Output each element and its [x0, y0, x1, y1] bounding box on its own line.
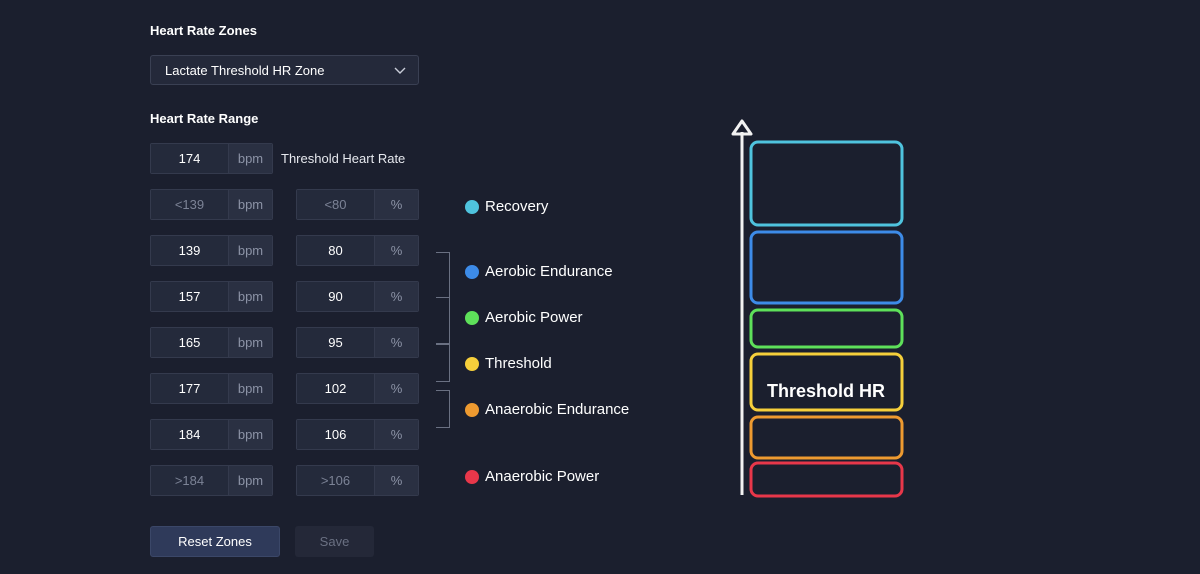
zone-bpm-field[interactable]: 184 bpm [150, 419, 273, 450]
zone-pct-input[interactable]: 90 [297, 282, 374, 311]
zone-pct-field[interactable]: 106 % [296, 419, 419, 450]
zone-block-anaerobic-endurance [749, 415, 904, 460]
zone-bpm-input[interactable]: 177 [151, 374, 228, 403]
zone-pct-field-anaerobic-power: >106 % [296, 465, 419, 496]
zone-pct-value: <80 [297, 190, 374, 219]
pct-unit: % [374, 282, 418, 311]
zone-pct-input[interactable]: 95 [297, 328, 374, 357]
legend-threshold: Threshold [465, 355, 552, 372]
legend-label: Threshold [485, 355, 552, 372]
zone-bpm-field[interactable]: 139 bpm [150, 235, 273, 266]
zone-block-anaerobic-power [749, 461, 904, 498]
zone-block-aerobic-endurance [749, 230, 904, 305]
pct-unit: % [374, 328, 418, 357]
zone-color-dot [465, 310, 479, 325]
zone-type-selected-value: Lactate Threshold HR Zone [165, 62, 325, 78]
zone-bpm-field[interactable]: 165 bpm [150, 327, 273, 358]
zone-pct-field[interactable]: 102 % [296, 373, 419, 404]
zone-bpm-field-anaerobic-power: >184 bpm [150, 465, 273, 496]
threshold-hr-label: Threshold Heart Rate [281, 151, 406, 166]
bpm-unit: bpm [228, 282, 272, 311]
legend-label: Aerobic Endurance [485, 263, 613, 280]
threshold-hr-input[interactable]: 174 [151, 144, 228, 173]
legend-label: Recovery [485, 198, 549, 215]
threshold-hr-field[interactable]: 174 bpm [150, 143, 273, 174]
chevron-down-icon [394, 67, 406, 74]
bpm-unit: bpm [228, 190, 272, 219]
zone-color-dot [465, 199, 479, 214]
zone-pct-field[interactable]: 80 % [296, 235, 419, 266]
legend-anaerobic-endurance: Anaerobic Endurance [465, 401, 629, 418]
zone-bpm-field-recovery: <139 bpm [150, 189, 273, 220]
pct-unit: % [374, 466, 418, 495]
zone-bracket [436, 298, 450, 344]
zone-bpm-input[interactable]: 139 [151, 236, 228, 265]
bpm-unit: bpm [228, 374, 272, 403]
threshold-hr-unit: bpm [228, 144, 272, 173]
pct-unit: % [374, 420, 418, 449]
zone-block-threshold [749, 352, 904, 412]
zone-bpm-field[interactable]: 157 bpm [150, 281, 273, 312]
legend-label: Anaerobic Power [485, 468, 600, 485]
zone-bpm-input[interactable]: 184 [151, 420, 228, 449]
zone-pct-input[interactable]: 102 [297, 374, 374, 403]
legend-aerobic-power: Aerobic Power [465, 309, 583, 326]
zone-color-dot [465, 402, 479, 417]
zone-pct-input[interactable]: 106 [297, 420, 374, 449]
bpm-unit: bpm [228, 236, 272, 265]
zone-block-aerobic-power [749, 308, 904, 349]
zone-bracket [436, 390, 450, 428]
legend-recovery: Recovery [465, 198, 548, 215]
zone-pct-field[interactable]: 95 % [296, 327, 419, 358]
bpm-unit: bpm [228, 466, 272, 495]
zone-color-dot [465, 469, 479, 484]
zone-bpm-field[interactable]: 177 bpm [150, 373, 273, 404]
reset-zones-button[interactable]: Reset Zones [150, 526, 280, 557]
zone-color-dot [465, 264, 479, 279]
up-arrow-icon [731, 119, 753, 495]
legend-label: Aerobic Power [485, 309, 583, 326]
zone-color-dot [465, 356, 479, 371]
pct-unit: % [374, 374, 418, 403]
legend-aerobic-endurance: Aerobic Endurance [465, 263, 613, 280]
threshold-hr-diagram-label: Threshold HR [767, 381, 885, 401]
save-button[interactable]: Save [295, 526, 374, 557]
zone-pct-field-recovery: <80 % [296, 189, 419, 220]
zone-diagram: Threshold HR [731, 119, 904, 498]
bpm-unit: bpm [228, 328, 272, 357]
legend-anaerobic-power: Anaerobic Power [465, 468, 599, 485]
zone-bracket [436, 252, 450, 298]
zone-pct-value: >106 [297, 466, 374, 495]
zone-block-recovery [749, 140, 904, 227]
zone-bpm-value: <139 [151, 190, 228, 219]
legend-label: Anaerobic Endurance [485, 401, 630, 418]
zone-pct-field[interactable]: 90 % [296, 281, 419, 312]
zone-bpm-input[interactable]: 157 [151, 282, 228, 311]
zone-bpm-input[interactable]: 165 [151, 328, 228, 357]
zone-bracket [436, 344, 450, 382]
heart-rate-zones-title: Heart Rate Zones [150, 23, 257, 38]
zone-pct-input[interactable]: 80 [297, 236, 374, 265]
zone-type-select[interactable]: Lactate Threshold HR Zone [150, 55, 419, 85]
zone-bpm-value: >184 [151, 466, 228, 495]
heart-rate-range-title: Heart Rate Range [150, 111, 259, 126]
bpm-unit: bpm [228, 420, 272, 449]
pct-unit: % [374, 236, 418, 265]
pct-unit: % [374, 190, 418, 219]
